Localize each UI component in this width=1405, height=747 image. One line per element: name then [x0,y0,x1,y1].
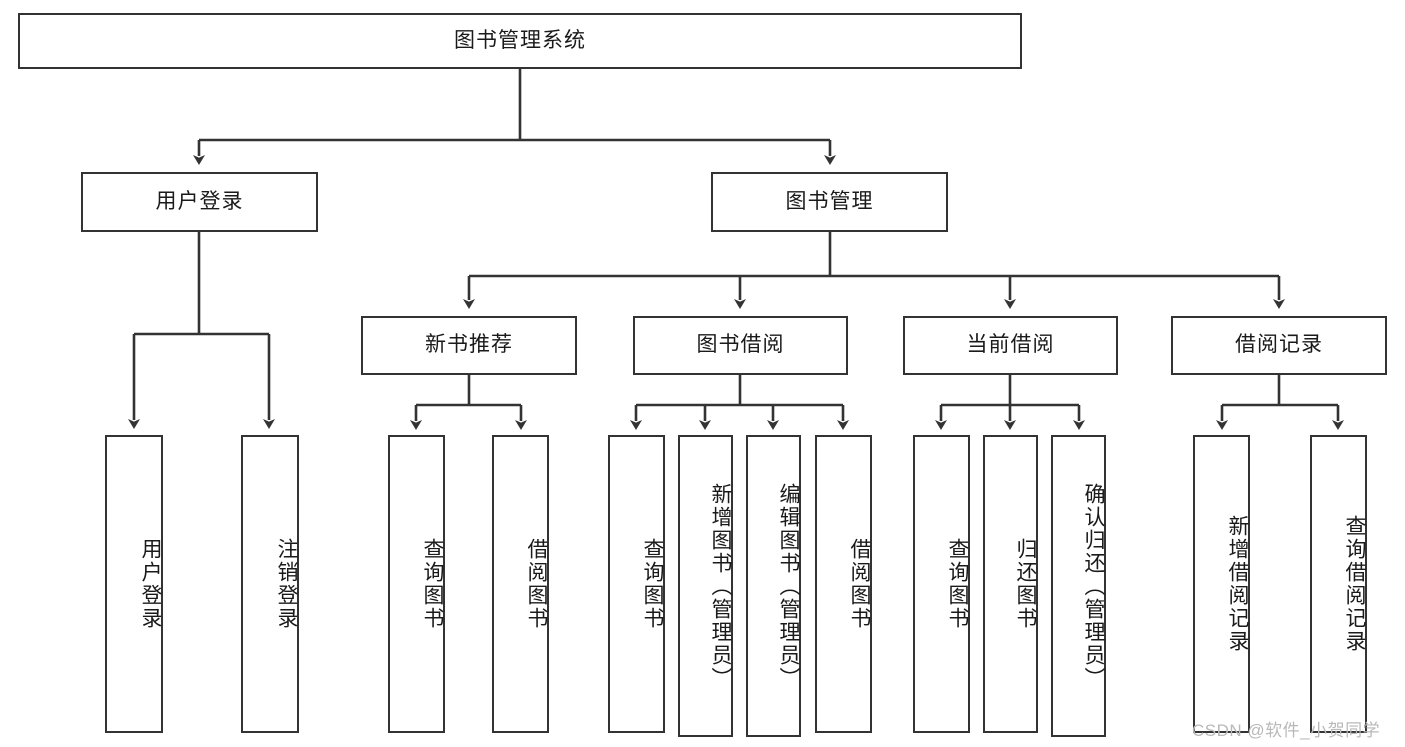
node-leaf-query-book-2-label: 查询图书 [641,538,664,630]
node-book-borrow[interactable]: 图书借阅 [633,316,848,375]
node-current-borrow[interactable]: 当前借阅 [903,316,1118,375]
node-leaf-query-record-label: 查询借阅记录 [1343,515,1366,653]
node-user-login[interactable]: 用户登录 [81,172,318,232]
node-leaf-return-book[interactable]: 归还图书 [983,435,1038,733]
node-current-borrow-label: 当前借阅 [966,333,1055,357]
node-leaf-borrow-book-1[interactable]: 借阅图书 [492,435,549,733]
node-leaf-add-book-label: 新增图书（管理员） [709,482,732,690]
node-new-book-rec-label: 新书推荐 [425,333,513,357]
node-leaf-query-record[interactable]: 查询借阅记录 [1310,435,1367,733]
node-leaf-logout-label: 注销登录 [275,538,298,630]
node-leaf-query-book-1[interactable]: 查询图书 [388,435,445,733]
node-leaf-borrow-book-2-label: 借阅图书 [848,538,871,630]
node-borrow-record-label: 借阅记录 [1235,333,1323,357]
node-leaf-confirm-return[interactable]: 确认归还（管理员） [1051,435,1106,737]
node-leaf-confirm-return-label: 确认归还（管理员） [1082,482,1105,690]
node-leaf-borrow-book-2[interactable]: 借阅图书 [815,435,872,733]
node-leaf-add-record-label: 新增借阅记录 [1226,515,1249,653]
node-root-label: 图书管理系统 [454,28,586,52]
node-leaf-user-login[interactable]: 用户登录 [105,435,163,733]
node-leaf-query-book-3[interactable]: 查询图书 [913,435,970,733]
node-leaf-edit-book[interactable]: 编辑图书（管理员） [746,435,801,737]
node-leaf-query-book-3-label: 查询图书 [946,538,969,630]
node-leaf-query-book-2[interactable]: 查询图书 [608,435,665,733]
node-new-book-rec[interactable]: 新书推荐 [361,316,577,375]
node-leaf-borrow-book-1-label: 借阅图书 [525,538,548,630]
node-borrow-record[interactable]: 借阅记录 [1171,316,1387,375]
node-leaf-return-book-label: 归还图书 [1014,538,1037,630]
node-leaf-add-record[interactable]: 新增借阅记录 [1193,435,1250,733]
node-book-borrow-label: 图书借阅 [696,333,785,357]
node-user-login-label: 用户登录 [155,189,244,213]
node-leaf-add-book[interactable]: 新增图书（管理员） [678,435,733,737]
node-leaf-logout[interactable]: 注销登录 [241,435,299,733]
node-book-manage[interactable]: 图书管理 [711,172,948,232]
node-leaf-query-book-1-label: 查询图书 [421,538,444,630]
node-leaf-user-login-label: 用户登录 [139,538,162,630]
node-root[interactable]: 图书管理系统 [18,13,1022,69]
node-book-manage-label: 图书管理 [785,189,874,213]
node-leaf-edit-book-label: 编辑图书（管理员） [777,482,800,690]
